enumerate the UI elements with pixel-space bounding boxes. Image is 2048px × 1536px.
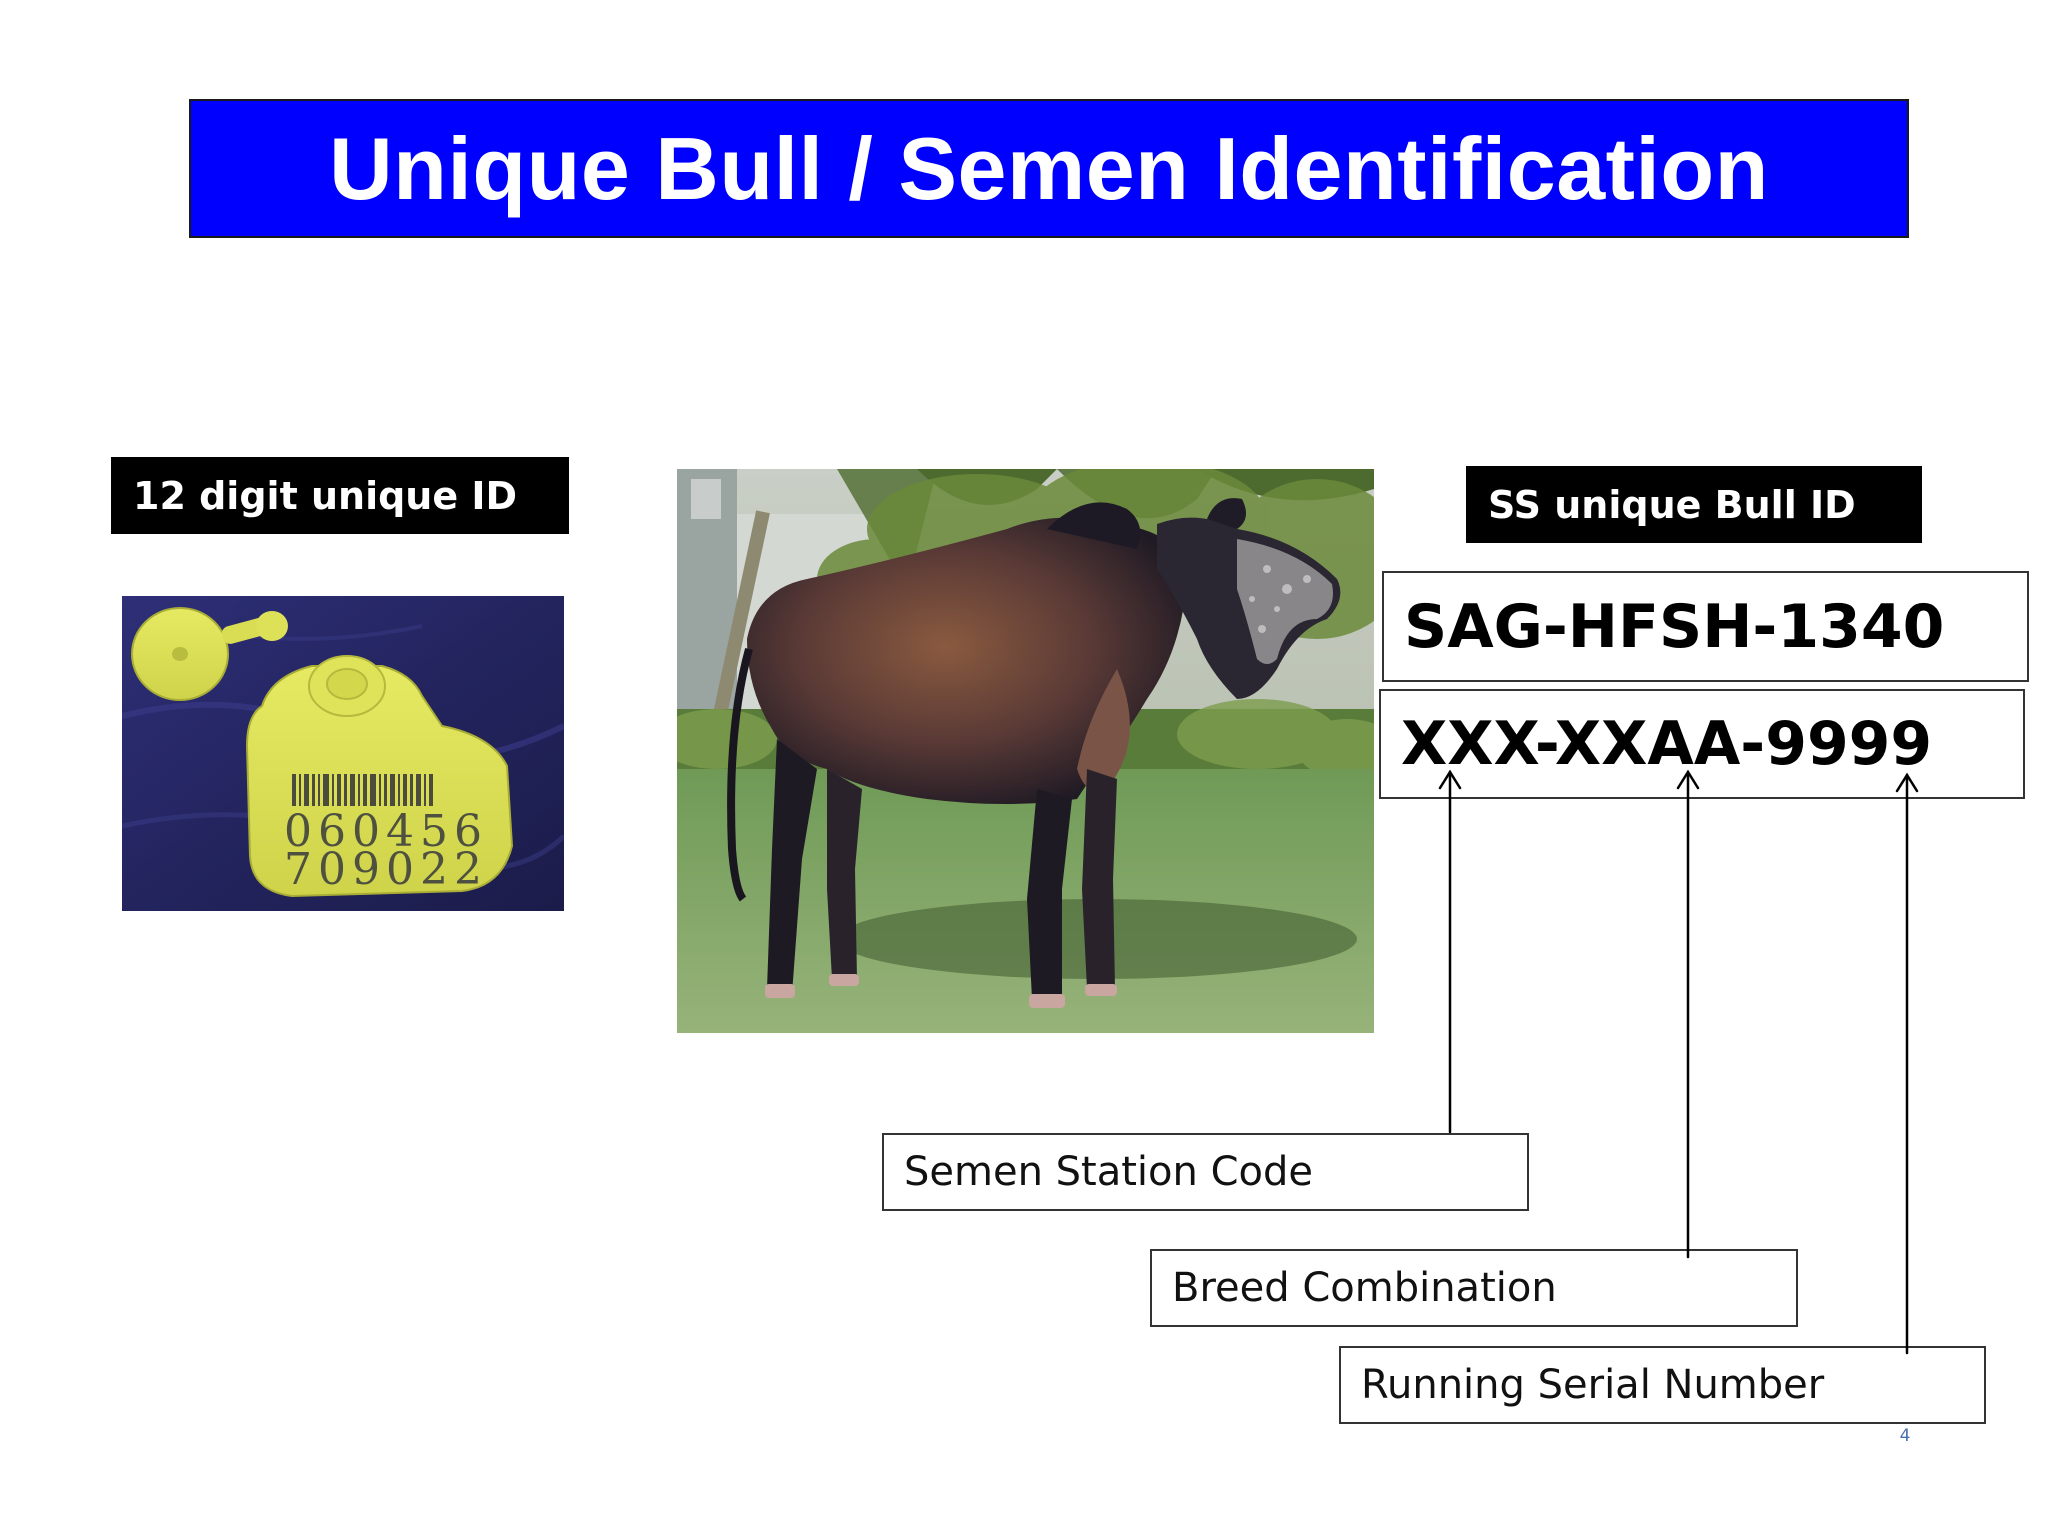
page-number: 4 — [1899, 1426, 1911, 1446]
ear-tag-label: 12 digit unique ID — [111, 457, 569, 534]
ear-tag-number-line-2: 709022 — [284, 844, 488, 895]
ear-tag-photo: 060456 709022 — [122, 596, 564, 911]
bull-id-label: SS unique Bull ID — [1466, 466, 1922, 543]
ear-tag-number-line-1: 060456 — [284, 806, 488, 857]
bull-id-example: SAG-HFSH-1340 — [1382, 571, 2029, 682]
bull-id-format: XXX-XXAA-9999 — [1379, 689, 2025, 799]
title-banner: Unique Bull / Semen Identification — [189, 99, 1909, 238]
callout-semen-station-code: Semen Station Code — [882, 1133, 1529, 1211]
bull-photo — [677, 469, 1374, 1033]
callout-running-serial-number: Running Serial Number — [1339, 1346, 1986, 1424]
callout-breed-combination: Breed Combination — [1150, 1249, 1798, 1327]
slide-title: Unique Bull / Semen Identification — [329, 118, 1769, 218]
